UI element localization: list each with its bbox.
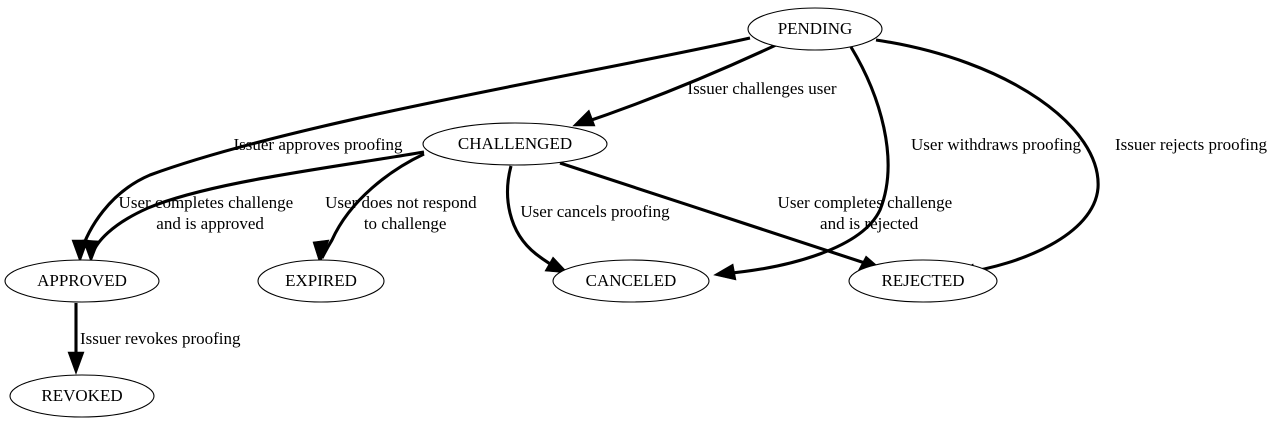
edge-pending-canceled-arrowhead	[713, 263, 737, 281]
node-revoked-label: REVOKED	[41, 386, 122, 405]
node-challenged-label: CHALLENGED	[458, 134, 572, 153]
node-pending-ellipse	[747, 7, 883, 51]
edge-label-challenged-expired-line1: User does not respond	[325, 193, 477, 212]
edge-approved-revoked[interactable]	[67, 303, 85, 375]
edge-label-challenged-approved: User completes challenge and is approved	[119, 193, 332, 233]
edge-label-challenged-rejected-line1: User completes challenge	[778, 193, 953, 212]
node-expired-label: EXPIRED	[285, 271, 357, 290]
node-revoked-ellipse	[9, 374, 155, 418]
edge-label-challenged-approved-line1: User completes challenge	[119, 193, 294, 212]
edge-challenged-approved[interactable]	[82, 150, 425, 263]
edge-label-pending-canceled: User withdraws proofing	[911, 135, 1081, 154]
edge-label-challenged-approved-line2: and is approved	[156, 214, 264, 233]
edge-labels: Issuer approves proofing Issuer challeng…	[80, 79, 1267, 348]
edge-challenged-approved-arrowhead	[82, 239, 100, 263]
edge-challenged-expired[interactable]	[312, 152, 425, 265]
edge-challenged-canceled-arrowhead	[544, 256, 569, 274]
edge-label-challenged-canceled: User cancels proofing	[520, 202, 670, 221]
edge-label-challenged-expired-line2: to challenge	[364, 214, 447, 233]
node-approved[interactable]: APPROVED	[4, 259, 160, 303]
edge-label-pending-challenged: Issuer challenges user	[687, 79, 837, 98]
edge-pending-approved[interactable]	[71, 36, 751, 263]
edge-pending-rejected-path	[875, 38, 1100, 275]
edge-label-pending-approved: Issuer approves proofing	[233, 135, 403, 154]
node-rejected-ellipse	[848, 259, 998, 303]
edge-label-pending-rejected: Issuer rejects proofing	[1115, 135, 1268, 154]
node-challenged[interactable]: CHALLENGED	[422, 122, 608, 166]
node-rejected-label: REJECTED	[881, 271, 964, 290]
edge-approved-revoked-arrowhead	[67, 351, 85, 375]
edge-pending-rejected[interactable]	[875, 38, 1100, 281]
node-expired-ellipse	[257, 259, 385, 303]
edge-pending-challenged-path	[579, 43, 777, 126]
node-canceled-label: CANCELED	[586, 271, 677, 290]
edge-challenged-expired-path	[320, 152, 425, 259]
node-canceled[interactable]: CANCELED	[552, 259, 710, 303]
edge-label-challenged-rejected: User completes challenge and is rejected	[778, 193, 991, 233]
edge-pending-approved-path	[78, 36, 751, 256]
node-challenged-ellipse	[422, 122, 608, 166]
edge-pending-challenged[interactable]	[572, 43, 777, 127]
edge-pending-canceled-path	[721, 46, 890, 276]
edge-challenged-expired-arrowhead	[312, 239, 330, 265]
edge-label-challenged-expired: User does not respond to challenge	[325, 193, 515, 233]
edge-label-approved-revoked: Issuer revokes proofing	[80, 329, 241, 348]
node-approved-ellipse	[4, 259, 160, 303]
node-pending-label: PENDING	[778, 19, 853, 38]
edge-challenged-canceled[interactable]	[506, 165, 569, 274]
node-pending[interactable]: PENDING	[747, 7, 883, 51]
node-expired[interactable]: EXPIRED	[257, 259, 385, 303]
node-approved-label: APPROVED	[37, 271, 127, 290]
edge-pending-challenged-arrowhead	[572, 109, 596, 127]
edge-label-challenged-rejected-line2: and is rejected	[820, 214, 919, 233]
edge-challenged-rejected-path	[559, 161, 875, 268]
edge-pending-canceled[interactable]	[713, 46, 890, 281]
node-revoked[interactable]: REVOKED	[9, 374, 155, 418]
node-canceled-ellipse	[552, 259, 710, 303]
node-rejected[interactable]: REJECTED	[848, 259, 998, 303]
edge-challenged-approved-path	[90, 150, 425, 256]
edge-pending-approved-arrowhead	[71, 239, 89, 263]
